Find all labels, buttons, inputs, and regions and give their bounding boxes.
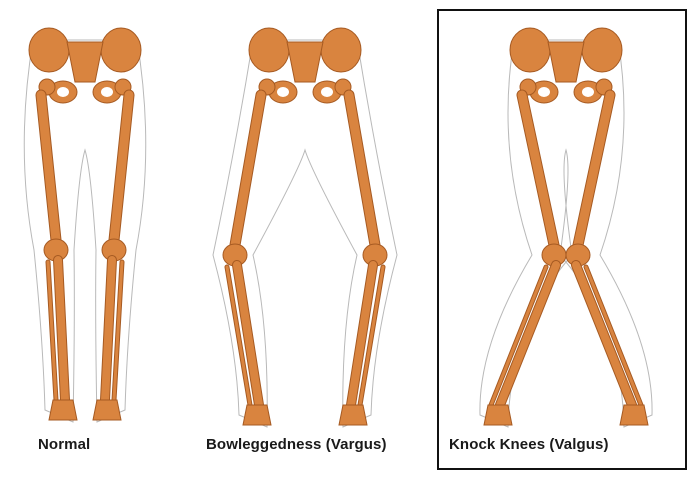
right-femur — [349, 95, 375, 245]
figure-bowlegged — [213, 28, 397, 427]
right-iliac-crest — [101, 28, 141, 72]
figure-normal — [24, 28, 146, 422]
caption-bowleggedness: Bowleggedness (Vargus) — [206, 436, 387, 453]
caption-knock-knees: Knock Knees (Valgus) — [449, 436, 609, 453]
right-foot — [339, 405, 367, 425]
right-foot — [93, 400, 121, 420]
left-femur — [235, 95, 261, 245]
sacrum — [287, 42, 323, 82]
sacrum — [67, 42, 103, 82]
left-foot — [243, 405, 271, 425]
caption-normal: Normal — [38, 436, 90, 453]
left-iliac-crest — [29, 28, 69, 72]
left-foot — [49, 400, 77, 420]
knock-knees-highlight-frame — [437, 9, 687, 470]
left-iliac-crest — [249, 28, 289, 72]
right-iliac-crest — [321, 28, 361, 72]
